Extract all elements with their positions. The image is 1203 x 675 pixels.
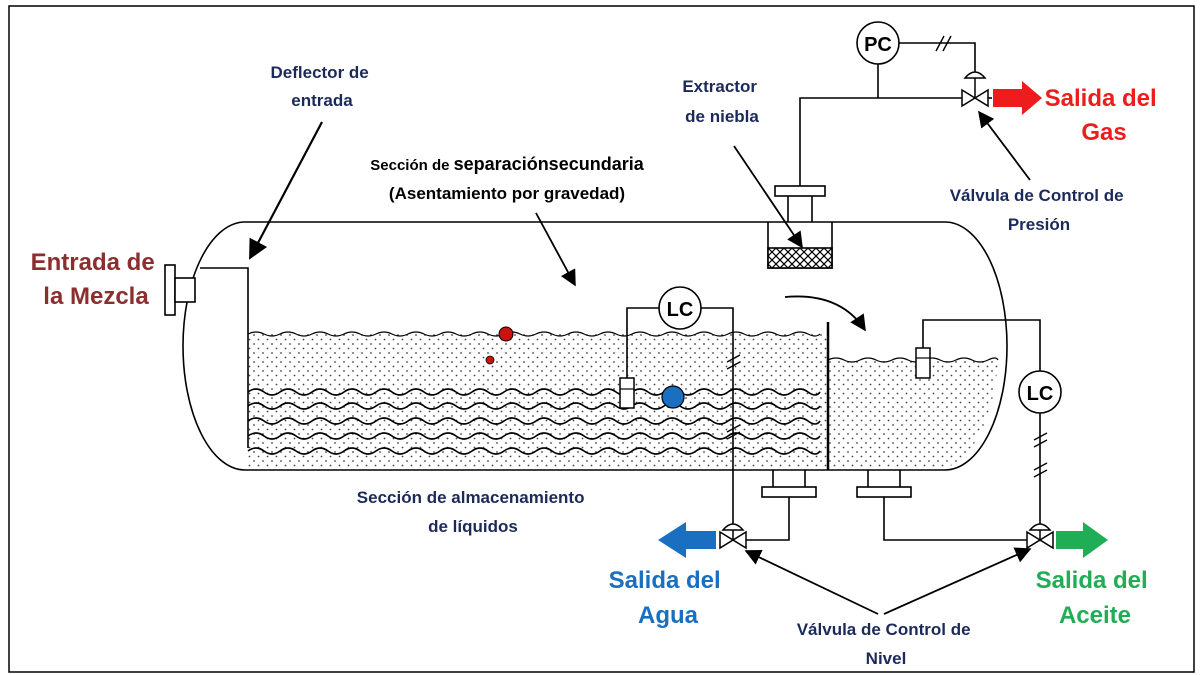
water-outlet-arrow <box>658 522 716 558</box>
pressure-valve-label: Válvula de Control de Presión <box>950 186 1129 234</box>
flow-over-weir-arrow <box>784 295 866 332</box>
pointer-pressure-valve <box>978 110 1031 181</box>
mist-extractor-label: Extractor de niebla <box>682 77 761 126</box>
liquid-dotted-area-left <box>248 333 828 468</box>
water-level-float <box>619 377 635 409</box>
pressure-control-valve <box>961 71 989 108</box>
gas-outlet-arrow <box>993 81 1042 115</box>
oil-dotted-area-right <box>828 360 998 468</box>
gas-line <box>799 97 962 186</box>
page-frame <box>8 5 1195 673</box>
pointer-secondary-section <box>535 212 576 287</box>
secondary-section-label-line1: Sección de separaciónsecundaria <box>370 154 644 174</box>
mist-extractor <box>767 185 833 269</box>
pointer-level-valve-oil <box>883 547 1032 615</box>
level-valve-label: Válvula de Control de Nivel <box>797 620 976 668</box>
pointer-inlet-deflector <box>249 121 323 260</box>
gas-outlet-label: Salida del Gas <box>1045 85 1164 146</box>
secondary-section-label-line2: (Asentamiento por gravedad) <box>389 184 625 203</box>
pointer-level-valve-water <box>744 549 879 615</box>
water-layer-waves <box>247 388 821 455</box>
inlet-deflector <box>200 267 249 448</box>
inlet-deflector-label: Deflector de entrada <box>271 63 374 110</box>
mixture-inlet-label: Entrada de la Mezcla <box>31 249 162 310</box>
storage-section-label: Sección de almacenamiento de líquidos <box>357 488 589 536</box>
oil-outlet-arrow <box>1056 522 1108 558</box>
oil-droplet-large <box>498 326 514 342</box>
lc-water-label: LC <box>667 299 694 321</box>
oil-outlet-label: Salida del Aceite <box>1036 567 1155 629</box>
pc-signal-line <box>899 42 976 74</box>
oil-level-valve <box>1026 523 1054 550</box>
water-level-valve <box>719 523 747 550</box>
liquid-surface-left <box>247 331 821 337</box>
oil-droplet-small <box>485 355 495 365</box>
water-droplet <box>661 385 685 409</box>
oil-level-float <box>915 347 931 379</box>
oil-nozzle <box>856 470 1027 541</box>
water-nozzle <box>746 470 817 541</box>
water-outlet-label: Salida del Agua <box>609 567 728 629</box>
inlet-nozzle <box>164 264 196 316</box>
pointer-mist-extractor <box>733 145 803 249</box>
lc-oil-label: LC <box>1027 383 1054 405</box>
pc-label: PC <box>864 34 892 56</box>
